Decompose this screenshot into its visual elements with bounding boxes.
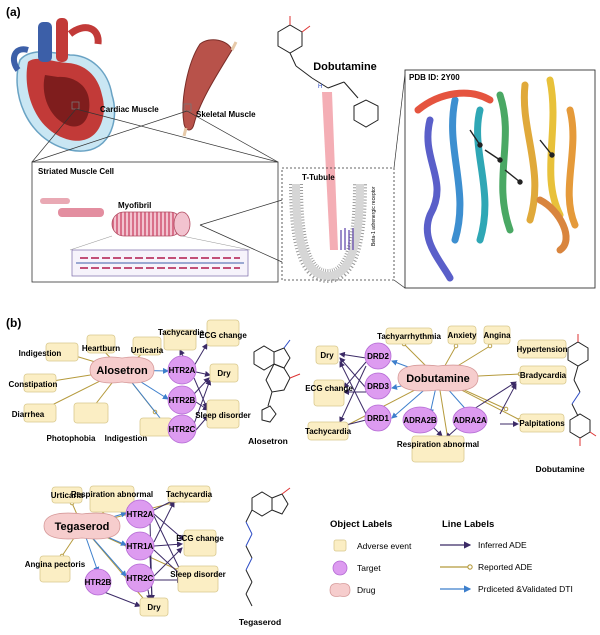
alo-ade-tachycardia: Tachycardia bbox=[158, 328, 205, 337]
dob-ade-dry: Dry bbox=[320, 351, 334, 360]
legend-line-title: Line Labels bbox=[442, 519, 494, 530]
alo-target-htr2b: HTR2B bbox=[169, 396, 196, 405]
teg-target-htr2c: HTR2C bbox=[127, 574, 154, 583]
t-tubule-label: T-Tubule bbox=[302, 173, 335, 182]
heart-illustration bbox=[10, 18, 116, 152]
panel-b-label: (b) bbox=[6, 316, 21, 330]
alosetron-structure bbox=[253, 339, 301, 423]
alosetron-caption: Alosetron bbox=[248, 436, 288, 446]
teg-target-htr1a: HTR1A bbox=[127, 542, 154, 551]
alo-ade-heartburn: Heartburn bbox=[82, 344, 120, 353]
nh-label: H bbox=[318, 84, 322, 90]
t-tubule-box bbox=[281, 167, 395, 281]
teg-ade-respiration-abnormal: Respiration abnormal bbox=[71, 490, 153, 499]
tegaserod-caption: Tegaserod bbox=[239, 617, 281, 627]
dob-target-adra2a: ADRA2A bbox=[453, 416, 487, 425]
dob-ade-tachycardia: Tachycardia bbox=[305, 427, 352, 436]
legend-dti: Prdiceted &Validated DTI bbox=[478, 584, 573, 594]
alosetron-network: Indigestion Heartburn Urticaria Constipa… bbox=[9, 319, 251, 444]
legend-drug-swatch bbox=[329, 583, 351, 597]
dobutamine-structure-b bbox=[567, 334, 597, 446]
alo-ade-photophobia: Photophobia bbox=[47, 434, 96, 443]
legend: Object Labels Line Labels Adverse event … bbox=[329, 519, 573, 597]
myofibril-illustration bbox=[40, 198, 251, 277]
dobutamine-network: Tachyarrhythmia Anxiety Angina Hypertens… bbox=[305, 325, 568, 463]
alo-target-htr2a: HTR2A bbox=[169, 366, 196, 375]
alo-ade-constipation: Constipation bbox=[9, 380, 58, 389]
teg-ade-urticaria: Urticaria bbox=[51, 491, 84, 500]
teg-target-htr2a: HTR2A bbox=[127, 510, 154, 519]
alo-ade-diarrhea: Diarrhea bbox=[12, 410, 45, 419]
dobutamine-structure-top bbox=[277, 16, 379, 128]
skeletal-muscle-label: Skeletal Muscle bbox=[196, 110, 256, 119]
skeletal-muscle-illustration bbox=[182, 39, 233, 131]
legend-inferred: Inferred ADE bbox=[478, 540, 527, 550]
dobutamine-title: Dobutamine bbox=[313, 61, 377, 73]
ligand-sticks bbox=[469, 129, 555, 185]
dob-target-adra2b: ADRA2B bbox=[403, 416, 437, 425]
alosetron-drug-node: Alosetron bbox=[96, 365, 148, 377]
dob-ade-anxiety: Anxiety bbox=[448, 331, 477, 340]
dobutamine-drug-node: Dobutamine bbox=[406, 373, 470, 385]
panel-a-label: (a) bbox=[6, 5, 21, 19]
dob-target-drd1: DRD1 bbox=[367, 414, 389, 423]
alo-ade-indigestion-2: Indigestion bbox=[105, 434, 148, 443]
cardiac-muscle-label: Cardiac Muscle bbox=[100, 105, 159, 114]
dob-ade-tachyarrhythmia: Tachyarrhythmia bbox=[377, 332, 441, 341]
alo-target-htr2c: HTR2C bbox=[169, 425, 196, 434]
dob-ade-ecg-change: ECG change bbox=[305, 384, 353, 393]
alo-ade-dry: Dry bbox=[217, 369, 231, 378]
legend-drug: Drug bbox=[357, 585, 376, 595]
protein-ribbon bbox=[414, 76, 579, 282]
pdb-label: PDB ID: 2Y00 bbox=[409, 73, 460, 82]
dob-target-drd3: DRD3 bbox=[367, 382, 389, 391]
legend-target-swatch bbox=[332, 560, 348, 576]
dobutamine-caption: Dobutamine bbox=[535, 464, 584, 474]
zoom-lines bbox=[31, 108, 279, 163]
drug-beam bbox=[322, 92, 338, 250]
receptor-label: Beta-1 adrenergic receptor bbox=[371, 186, 377, 246]
dob-ade-angina: Angina bbox=[483, 331, 511, 340]
striated-cell-box bbox=[31, 161, 279, 283]
dob-ade-bradycardia: Bradycardia bbox=[520, 371, 567, 380]
teg-ade-dry: Dry bbox=[147, 603, 161, 612]
dob-target-drd2: DRD2 bbox=[367, 352, 389, 361]
dob-ade-respiration-abnormal: Respiration abnormal bbox=[397, 440, 479, 449]
teg-ade-angina-pectoris: Angina pectoris bbox=[25, 560, 86, 569]
tegaserod-network: Urticaria Respiration abnormal Tachycard… bbox=[25, 485, 226, 617]
heart-zoom-box bbox=[71, 101, 80, 110]
teg-ade-tachycardia: Tachycardia bbox=[166, 490, 213, 499]
legend-adverse-swatch bbox=[333, 539, 347, 552]
legend-adverse-event: Adverse event bbox=[357, 541, 412, 551]
dob-ade-hypertension: Hypertension bbox=[516, 345, 567, 354]
alo-ade-ecg-change: ECG change bbox=[199, 331, 247, 340]
striated-cell-label: Striated Muscle Cell bbox=[38, 167, 114, 176]
dob-ade-palpitations: Palpitations bbox=[519, 419, 565, 428]
teg-target-htr2b: HTR2B bbox=[85, 578, 112, 587]
teg-ade-ecg-change: ECG change bbox=[176, 534, 224, 543]
tegaserod-drug-node: Tegaserod bbox=[55, 521, 110, 533]
legend-reported: Reported ADE bbox=[478, 562, 533, 572]
alo-ade-urticaria: Urticaria bbox=[131, 346, 164, 355]
receptor-helices bbox=[340, 228, 354, 250]
tegaserod-structure bbox=[245, 487, 291, 607]
myofibril-label: Myofibril bbox=[118, 201, 151, 210]
legend-object-title: Object Labels bbox=[330, 519, 392, 530]
alo-ade-sleep-disorder: Sleep disorder bbox=[195, 411, 251, 420]
legend-target: Target bbox=[357, 563, 381, 573]
teg-ade-sleep-disorder: Sleep disorder bbox=[170, 570, 226, 579]
alo-ade-indigestion-1: Indigestion bbox=[19, 349, 62, 358]
